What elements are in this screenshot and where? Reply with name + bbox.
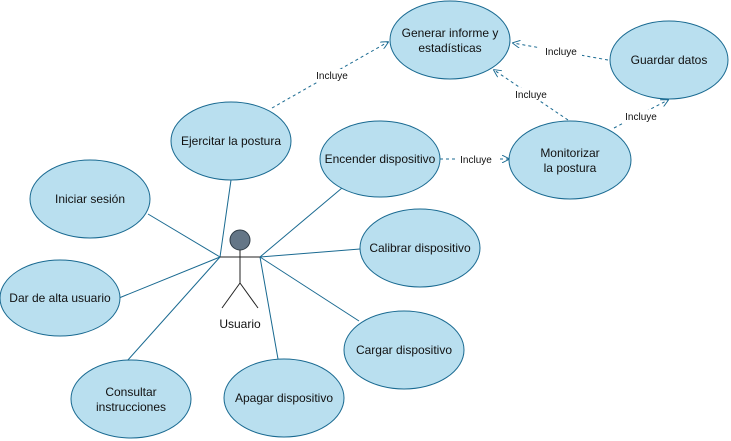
assoc-ejercitar — [219, 179, 232, 258]
use-case-calibrar[interactable]: Calibrar dispositivo — [359, 208, 481, 288]
use-case-label: instrucciones — [96, 400, 166, 414]
use-case-label: Dar de alta usuario — [9, 291, 111, 305]
include-label: Incluye — [460, 155, 492, 166]
use-case-label: Ejercitar la postura — [181, 134, 281, 148]
include-label: Incluye — [316, 71, 348, 82]
actor-usuario[interactable]: Usuario — [219, 229, 261, 331]
assoc-alta — [118, 256, 221, 299]
assoc-cargar — [259, 256, 360, 322]
use-case-label: Calibrar dispositivo — [369, 241, 471, 255]
actor-leg-right — [239, 282, 259, 309]
actor-label: Usuario — [219, 317, 261, 331]
use-case-consultar[interactable]: Consultar instrucciones — [70, 359, 192, 439]
assoc-calibrar — [259, 248, 361, 258]
assoc-consultar — [126, 256, 221, 362]
include-label: Incluye — [545, 47, 577, 58]
actor-head — [229, 229, 251, 251]
actor-leg-left — [221, 282, 241, 309]
use-case-label: Encender dispositivo — [325, 152, 436, 166]
use-case-encender[interactable]: Encender dispositivo — [319, 120, 441, 198]
assoc-apagar — [259, 256, 279, 360]
assoc-iniciar — [147, 213, 221, 258]
use-case-label: Monitorizar — [540, 146, 599, 160]
use-case-label: Consultar — [105, 385, 156, 399]
associations — [118, 179, 361, 362]
use-case-apagar[interactable]: Apagar dispositivo — [223, 358, 345, 438]
use-case-ejercitar[interactable]: Ejercitar la postura — [170, 101, 292, 181]
include-label: Incluye — [515, 90, 547, 101]
use-case-label: estadísticas — [418, 41, 481, 55]
assoc-encender — [259, 187, 343, 258]
use-case-label: Apagar dispositivo — [235, 391, 333, 405]
use-case-monitorizar[interactable]: Monitorizar la postura — [508, 120, 632, 200]
use-case-cargar[interactable]: Cargar dispositivo — [343, 310, 465, 390]
use-case-guardar[interactable]: Guardar datos — [609, 20, 729, 100]
use-case-iniciar[interactable]: Iniciar sesión — [29, 159, 151, 239]
use-case-label: Cargar dispositivo — [356, 343, 452, 357]
use-case-label: Generar informe y — [402, 26, 499, 40]
use-case-label: Iniciar sesión — [55, 192, 125, 206]
use-case-alta[interactable]: Dar de alta usuario — [0, 259, 121, 337]
include-labels: Incluye Incluye Incluye Incluye Incluye — [311, 45, 662, 166]
include-label: Incluye — [625, 112, 657, 123]
use-case-generar[interactable]: Generar informe y estadísticas — [389, 0, 511, 80]
use-case-label: Guardar datos — [631, 53, 708, 67]
use-case-label: la postura — [544, 161, 597, 175]
